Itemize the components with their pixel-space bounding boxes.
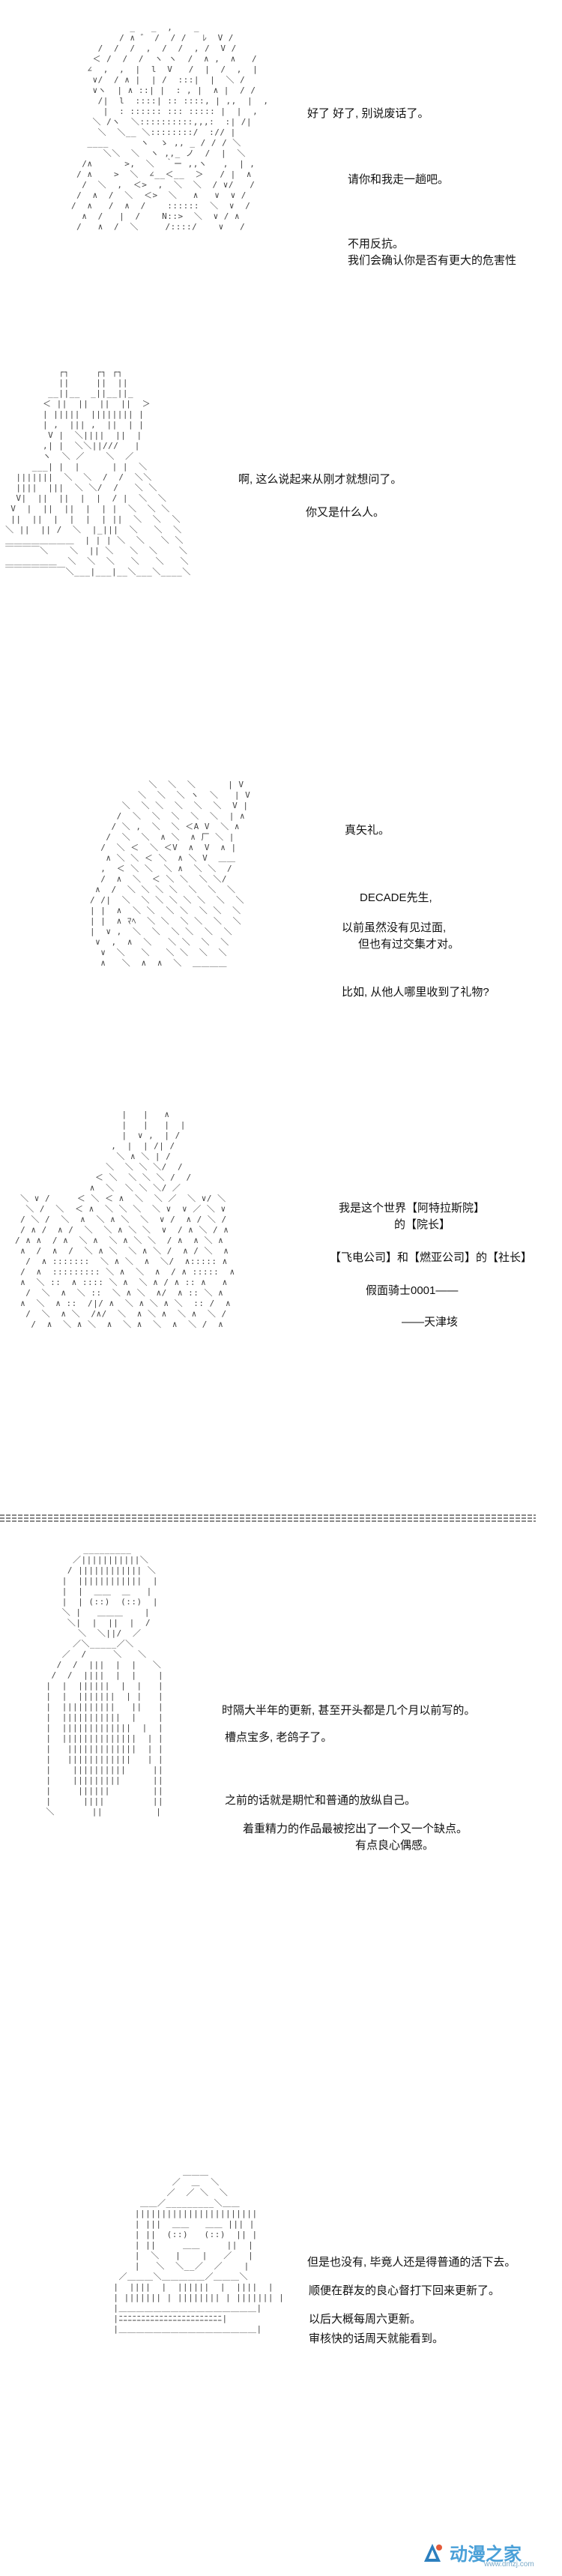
dialogue-line: 【飞电公司】和【燃亚公司】的【社长】 [330, 1251, 533, 1264]
panel-5: _________ ／|||||||||||＼ / |||||||||||| ＼… [0, 1544, 562, 1994]
dialogue-line: 好了 好了, 别说废话了。 [307, 107, 429, 120]
dialogue-line: 假面骑士0001—— [366, 1284, 459, 1297]
dialogue-line: 但也有过交集才对。 [358, 938, 460, 951]
section-separator [0, 1514, 536, 1522]
ascii-art-figure-1: _ _ , _ / ∧ ゛ / / / ﾚ V / / / / , / / , … [71, 22, 269, 232]
dialogue-line: ——天津垓 [402, 1316, 459, 1328]
author-note-line: 槽点宝多, 老鸽子了。 [225, 1731, 333, 1744]
author-note-line: 以后大概每周六更新。 [309, 2313, 422, 2326]
panel-4: | | ∧ | | | | | ∨ , | / , | | /| / ＼ ∧ ＼… [0, 1110, 562, 1484]
watermark-name: 动漫之家 [450, 2545, 522, 2565]
ascii-art-figure-3: ＼ ＼ ＼ | V ＼ ＼ ＼ ヽ ＼ | V ＼ ＼ ＼ ＼ ＼ ＼ V | … [90, 780, 251, 968]
dialogue-line: 请你和我走一趟吧。 [348, 173, 450, 186]
panel-3: ＼ ＼ ＼ | V ＼ ＼ ＼ ヽ ＼ | V ＼ ＼ ＼ ＼ ＼ ＼ V | … [0, 780, 562, 1050]
dialogue-line: 啊, 这么说起来从刚才就想问了。 [238, 473, 402, 486]
author-note-line: 但是也没有, 毕竟人还是得普通的活下去。 [307, 2256, 516, 2269]
watermark: 动漫之家 www.dmzj.com [420, 2538, 555, 2569]
dialogue-line: 你又是什么人。 [306, 506, 385, 519]
watermark-url: www.dmzj.com [484, 2560, 534, 2569]
dialogue-line: 我们会确认你是否有更大的危害性 [348, 254, 517, 267]
ascii-art-figure-5: _________ ／|||||||||||＼ / |||||||||||| ＼… [46, 1544, 164, 1817]
dialogue-line: DECADE先生, [360, 891, 432, 904]
ascii-art-figure-2: ┌┐ ┌┐ ┌┐ || || || __||__ _||__||_ ＜ || |… [5, 367, 191, 577]
ascii-art-figure-4: | | ∧ | | | | | ∨ , | / , | | /| / ＼ ∧ ＼… [15, 1110, 235, 1329]
author-note-line: 有点良心偶感。 [355, 1839, 435, 1852]
panel-2: ┌┐ ┌┐ ┌┐ || || || __||__ _||__||_ ＜ || |… [0, 367, 562, 645]
author-note-line: 时隔大半年的更新, 甚至开头都是几个月以前写的。 [222, 1704, 476, 1717]
dialogue-line: 不用反抗。 [348, 238, 405, 250]
ascii-art-figure-6: ＿＿＿ ／ ＿ ＼ ／ ／ ＼ ＼ ＿＿／_________＼＿＿ ||||||… [113, 2167, 285, 2334]
dialogue-line: 真矢礼。 [345, 824, 390, 837]
author-note-line: 顺便在群友的良心督打下回来更新了。 [309, 2284, 501, 2297]
dialogue-line: 的【院长】 [394, 1218, 451, 1231]
dialogue-line: 我是这个世界【阿特拉斯院】 [339, 1202, 486, 1215]
dialogue-line: 比如, 从他人哪里收到了礼物? [342, 986, 489, 999]
author-note-line: 着重精力的作品最被挖出了一个又一个缺点。 [243, 1823, 468, 1835]
dialogue-line: 以前虽然没有见过面, [342, 921, 447, 934]
author-note-line: 审核快的话周天就能看到。 [309, 2332, 444, 2345]
author-note-line: 之前的话就是期忙和普通的放纵自己。 [225, 1794, 417, 1807]
panel-6: ＿＿＿ ／ ＿ ＼ ／ ／ ＼ ＼ ＿＿／_________＼＿＿ ||||||… [0, 2167, 562, 2512]
panel-1: _ _ , _ / ∧ ゛ / / / ﾚ V / / / / , / / , … [0, 22, 562, 285]
logo-icon [424, 2544, 442, 2562]
